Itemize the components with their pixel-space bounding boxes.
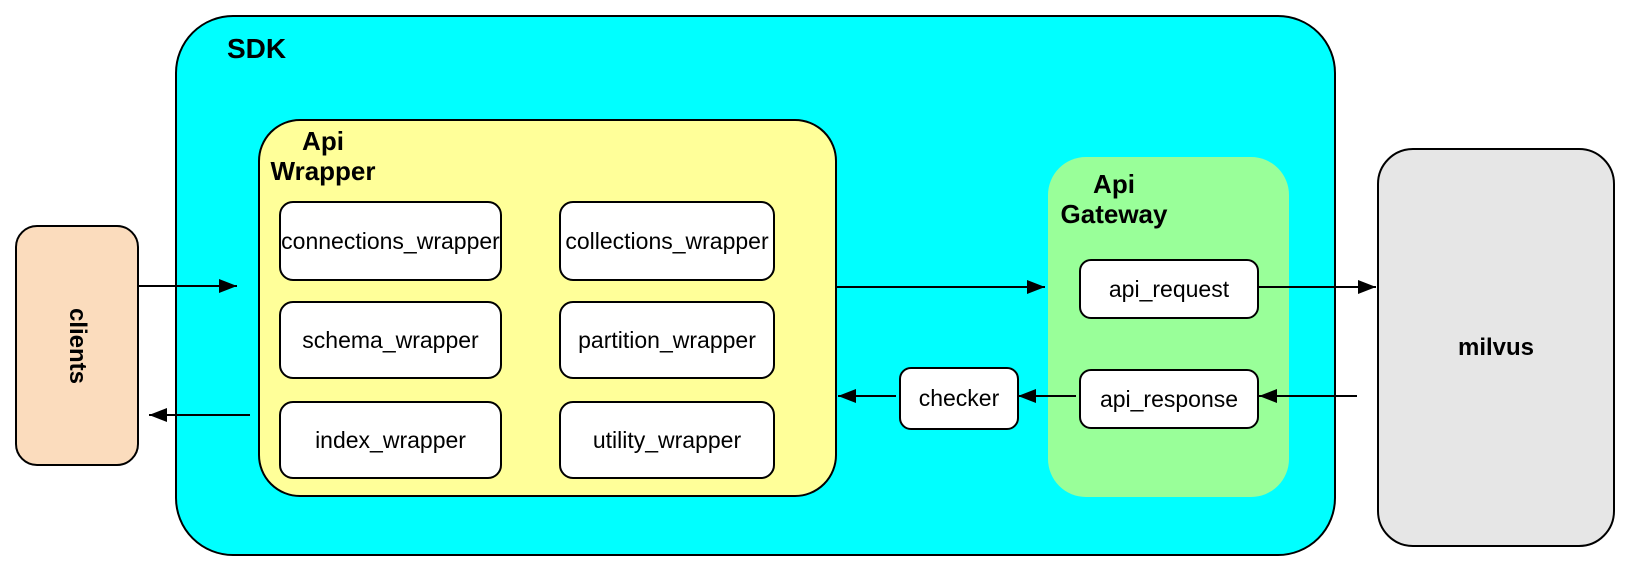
api-response-node: api_response — [1079, 369, 1259, 429]
sdk-label: SDK — [227, 33, 287, 64]
checker-label: checker — [918, 385, 1000, 411]
milvus-label: milvus — [1457, 333, 1535, 361]
partition-wrapper-node: partition_wrapper — [559, 301, 775, 379]
partition-wrapper-label: partition_wrapper — [578, 326, 756, 353]
connections-wrapper-label: connections_wrapper — [281, 227, 500, 254]
api-gateway-node: Api Gateway api_request api_response — [1048, 157, 1289, 497]
collections-wrapper-label: collections_wrapper — [565, 227, 769, 254]
index-wrapper-node: index_wrapper — [279, 401, 502, 479]
api-gateway-label: Api Gateway — [1060, 169, 1168, 229]
index-wrapper-label: index_wrapper — [315, 426, 466, 453]
collections-wrapper-node: collections_wrapper — [559, 201, 775, 281]
clients-node: clients — [15, 225, 139, 466]
utility-wrapper-node: utility_wrapper — [559, 401, 775, 479]
api-request-label: api_request — [1108, 275, 1230, 302]
api-response-label: api_response — [1099, 385, 1239, 412]
api-request-node: api_request — [1079, 259, 1259, 319]
utility-wrapper-label: utility_wrapper — [592, 426, 742, 453]
milvus-node: milvus — [1377, 148, 1615, 547]
api-wrapper-label: Api Wrapper — [270, 126, 376, 186]
schema-wrapper-label: schema_wrapper — [302, 326, 479, 353]
checker-node: checker — [899, 367, 1019, 430]
schema-wrapper-node: schema_wrapper — [279, 301, 502, 379]
clients-label: clients — [64, 307, 91, 384]
api-wrapper-node: Api Wrapper connections_wrapper collecti… — [258, 119, 837, 497]
sdk-node: SDK Api Wrapper connections_wrapper coll… — [175, 15, 1336, 556]
connections-wrapper-node: connections_wrapper — [279, 201, 502, 281]
